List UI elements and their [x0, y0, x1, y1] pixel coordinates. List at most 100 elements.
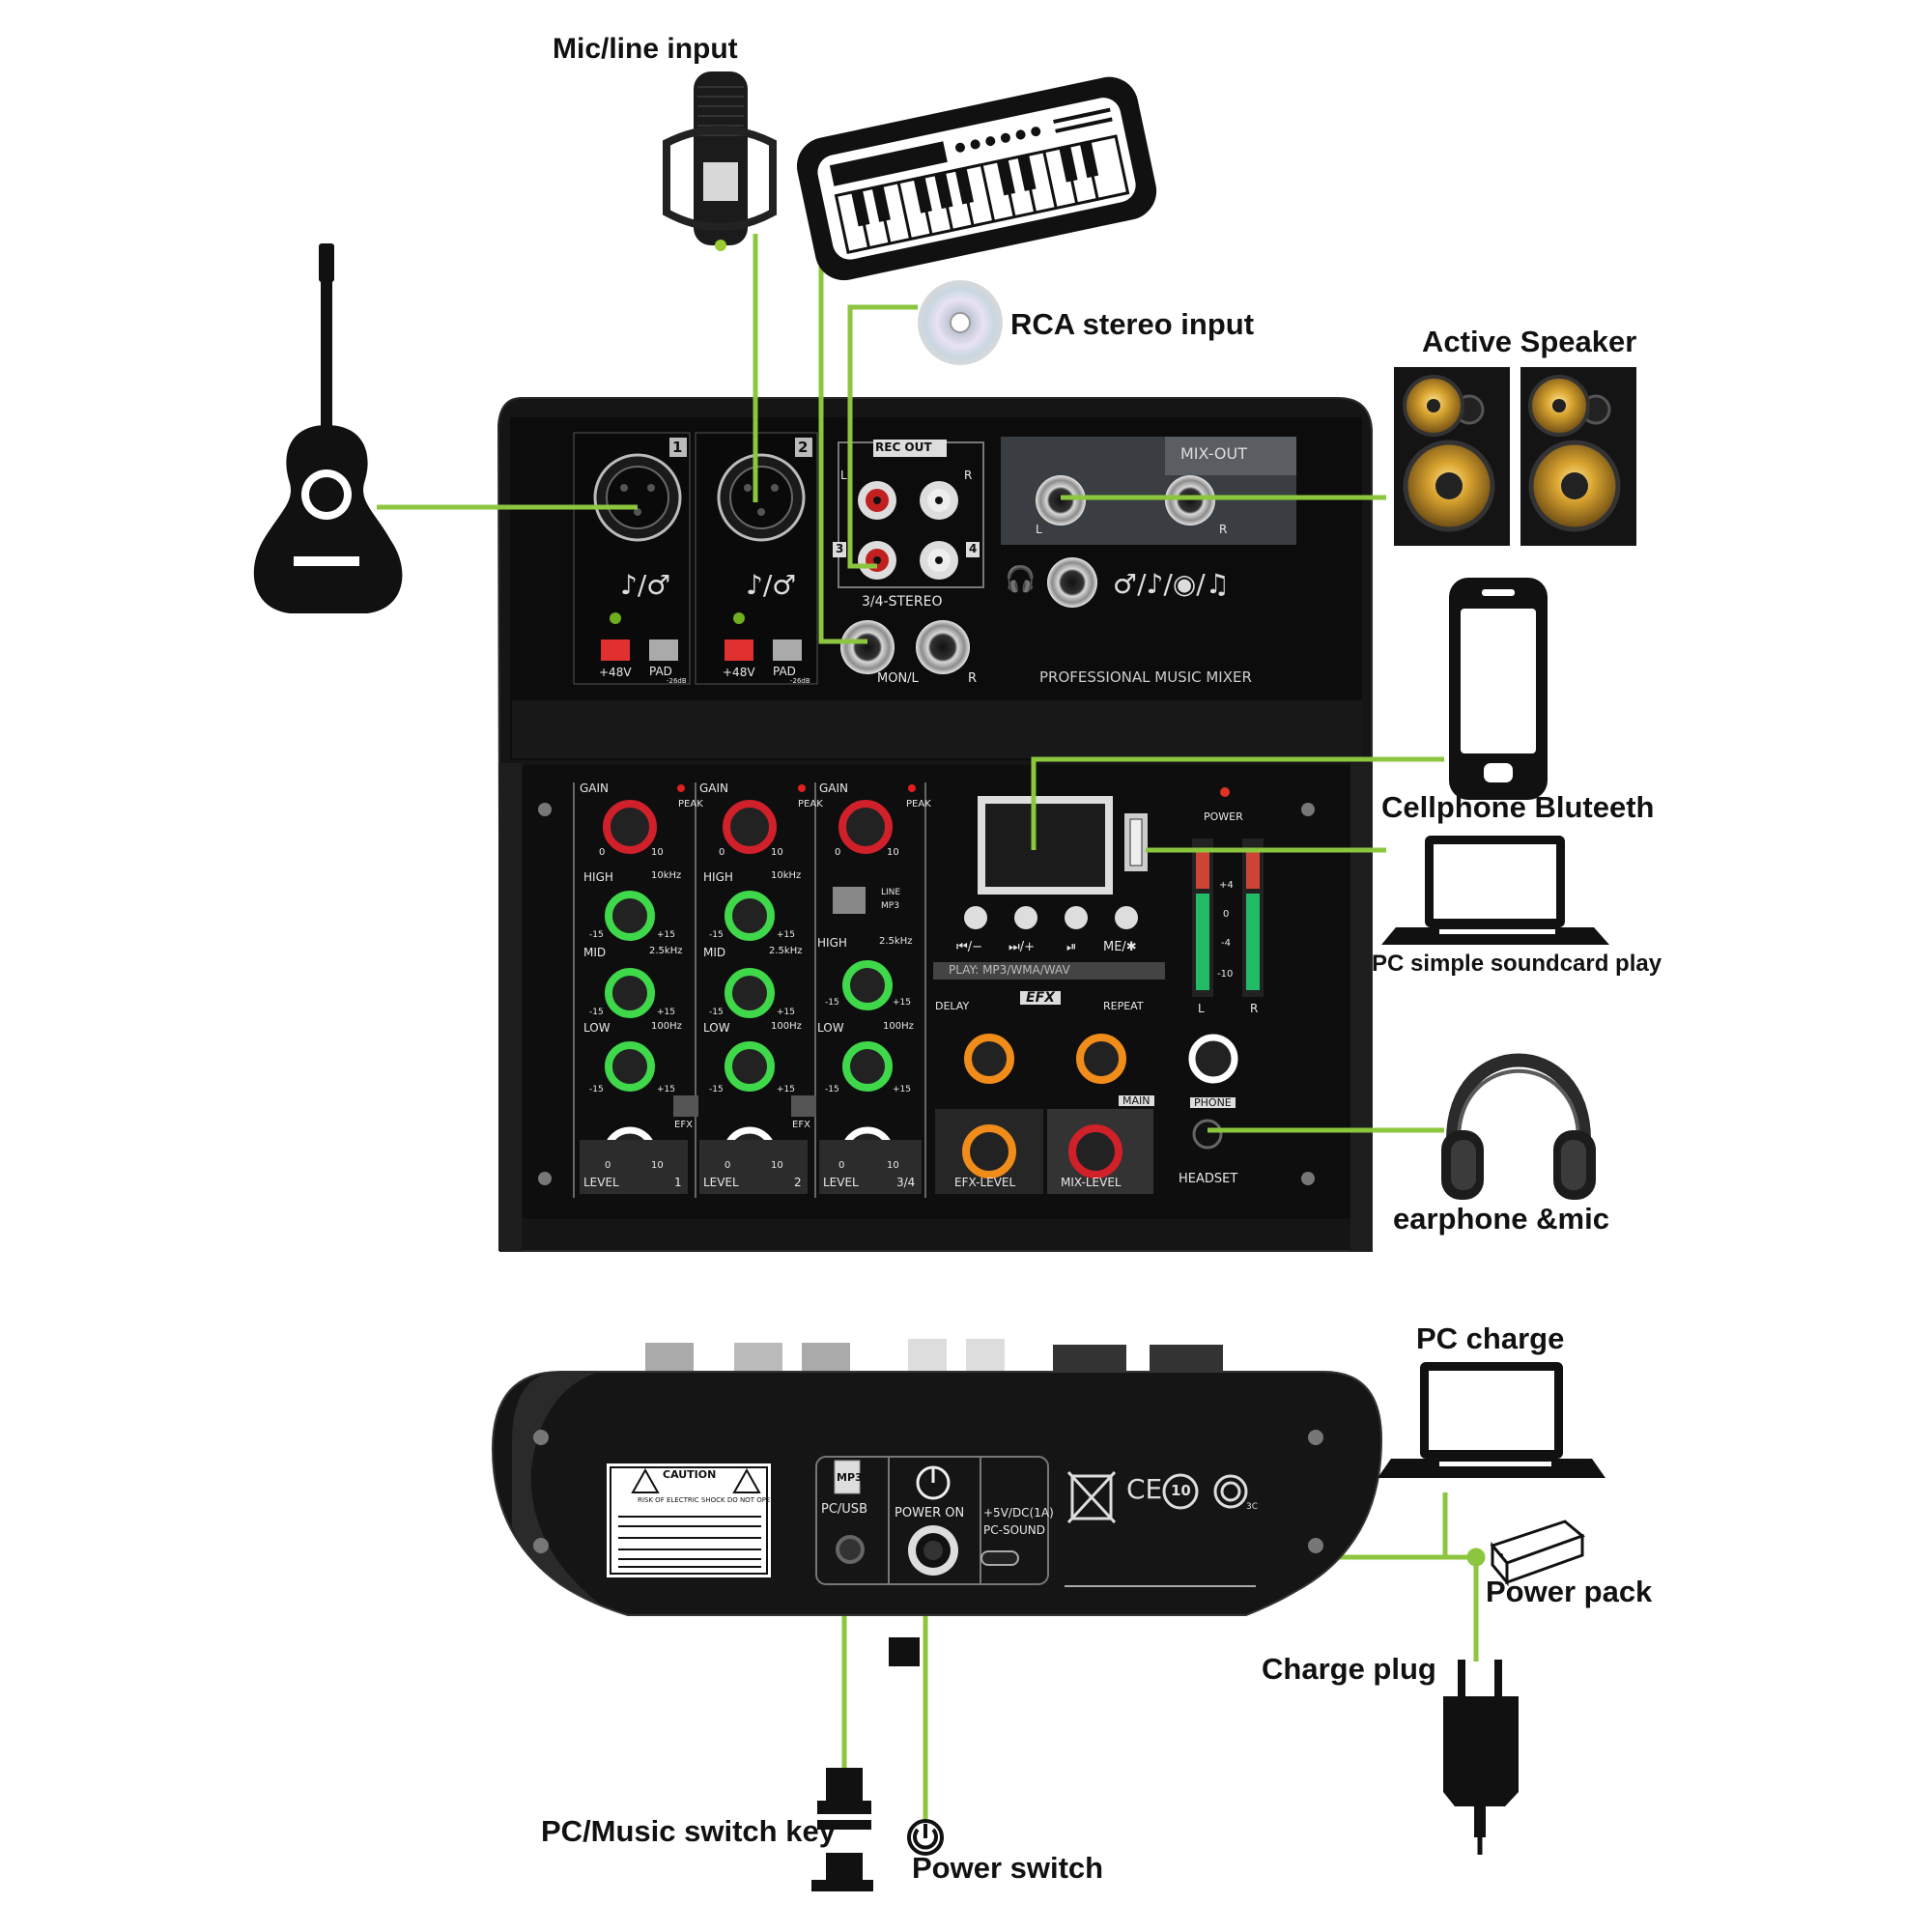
- pad-label-ch1: PAD: [649, 665, 672, 678]
- eq-min-ch2: -15: [709, 930, 724, 940]
- high-freq-ch2: 10kHz: [771, 870, 802, 881]
- high-freq-ch1: 10kHz: [651, 870, 682, 881]
- gain-label-ch1: GAIN: [580, 781, 610, 795]
- gain-max-ch34: 10: [887, 847, 899, 858]
- power-bank-icon: [1490, 1520, 1585, 1587]
- eq-low-min-ch2: -15: [709, 1085, 724, 1094]
- gain-min-ch2: 0: [719, 847, 725, 858]
- level-meter: [1192, 838, 1264, 997]
- mixer-rear-view: [491, 1339, 1383, 1616]
- peak-label-ch34: PEAK: [906, 799, 931, 810]
- pad-sub-ch1: -26dB: [667, 677, 687, 685]
- efx-button-ch1[interactable]: [673, 1095, 698, 1117]
- usb-c-port[interactable]: [980, 1550, 1019, 1566]
- mid-freq-ch1: 2.5kHz: [649, 946, 683, 956]
- high-label-ch2: HIGH: [703, 870, 733, 884]
- line-mp3-switch[interactable]: [833, 887, 866, 914]
- mp3-rear-label: MP3: [837, 1471, 863, 1484]
- efx-label-ch1: EFX: [674, 1120, 693, 1130]
- delay-label: DELAY: [935, 1000, 970, 1012]
- callout-power-switch: Power switch: [912, 1851, 1104, 1885]
- line-label: LINE: [881, 888, 901, 897]
- eq-low-min-ch1: -15: [589, 1085, 604, 1094]
- level-max-ch1: 10: [651, 1160, 664, 1171]
- channel-1-combo-jack[interactable]: ♪/♂: [573, 432, 691, 685]
- dc-spec-label: +5V/DC(1A): [983, 1506, 1054, 1520]
- gain-max-ch2: 10: [771, 847, 783, 858]
- mix-out-l-jack[interactable]: [1036, 475, 1086, 526]
- mix-out-panel: 🎧 ♂/♪/◉/♫: [1001, 437, 1296, 608]
- brand-label: PROFESSIONAL MUSIC MIXER: [1039, 668, 1252, 686]
- pc-usb-switch-button[interactable]: [836, 1535, 865, 1564]
- eq-mid-max-ch1: +15: [657, 1008, 675, 1017]
- level-max-ch2: 10: [771, 1160, 783, 1171]
- gain-label-ch34: GAIN: [819, 781, 849, 795]
- mon-jacks[interactable]: [840, 620, 970, 674]
- phantom-48v-button-ch2[interactable]: [724, 639, 753, 661]
- high-label-ch34: HIGH: [817, 936, 847, 950]
- eq-low-max-ch34: +15: [893, 1085, 911, 1094]
- callout-pc-charge: PC charge: [1416, 1321, 1565, 1355]
- eq-low-max-ch2: +15: [777, 1085, 795, 1094]
- ch2-number: 2: [798, 439, 809, 456]
- phantom-label-ch2: +48V: [723, 666, 755, 679]
- eq-min-ch1: -15: [589, 930, 604, 940]
- main-mix-knob[interactable]: [935, 1109, 1153, 1194]
- mid-label-ch2: MID: [703, 946, 726, 959]
- callout-mic-line-input: Mic/line input: [553, 33, 738, 65]
- next-button-label: ⏭/+: [1009, 940, 1035, 954]
- mon-r-label: R: [968, 671, 978, 686]
- phantom-48v-button-ch1[interactable]: [601, 639, 630, 661]
- high-freq-ch34: 2.5kHz: [879, 936, 913, 947]
- ch1-knobs[interactable]: [603, 784, 698, 1180]
- pad-button-ch1[interactable]: [649, 639, 678, 661]
- high-label-ch1: HIGH: [583, 870, 613, 884]
- black-square-mark: [889, 1637, 920, 1666]
- mix-out-label: MIX-OUT: [1180, 444, 1247, 463]
- low-freq-ch1: 100Hz: [651, 1021, 682, 1032]
- callout-charge-plug: Charge plug: [1262, 1652, 1436, 1686]
- level-label-plates: [580, 1140, 922, 1194]
- meter-l-label: L: [1198, 1002, 1205, 1015]
- play-button-label: ⏯: [1066, 940, 1077, 954]
- transport-buttons[interactable]: [964, 906, 1138, 929]
- callout-earphone-mic: earphone &mic: [1393, 1202, 1609, 1236]
- laptop-icon-soundcard: [1381, 836, 1609, 945]
- pc-usb-label: PC/USB: [821, 1502, 867, 1517]
- callout-cellphone-bluetooth: Cellphone Bluteeth: [1381, 790, 1655, 824]
- level-min-ch34: 0: [838, 1160, 845, 1171]
- callout-rca-stereo-input: RCA stereo input: [1010, 307, 1255, 341]
- mix-out-r-jack[interactable]: [1165, 475, 1215, 526]
- eq-max-ch1: +15: [657, 930, 675, 940]
- phones-jack[interactable]: [1047, 557, 1097, 608]
- headset-jack[interactable]: [1192, 1119, 1223, 1150]
- meter-r-label: R: [1250, 1002, 1259, 1015]
- pad-button-ch2[interactable]: [773, 639, 802, 661]
- cert-3c: 3C: [1246, 1502, 1259, 1512]
- svg-text:♂/♪/◉/♫: ♂/♪/◉/♫: [1113, 568, 1230, 600]
- level-label-ch1: LEVEL: [583, 1176, 619, 1189]
- main-label: MAIN: [1119, 1095, 1154, 1106]
- prev-button-label: ⏮/−: [956, 940, 982, 954]
- rec-out-label: REC OUT: [875, 440, 932, 454]
- active-speaker-right: [1520, 367, 1636, 546]
- level-max-ch34: 10: [887, 1160, 899, 1171]
- eq-mid-max-ch2: +15: [777, 1008, 795, 1017]
- power-icon: [916, 1465, 951, 1500]
- pad-sub-ch2: -26dB: [790, 677, 810, 685]
- efx-button-ch2[interactable]: [791, 1095, 816, 1117]
- eq-low-min-ch34: -15: [825, 1085, 839, 1094]
- cert-10: 10: [1171, 1482, 1191, 1499]
- low-label-ch1: LOW: [583, 1021, 611, 1035]
- meter-mark-plus4: +4: [1219, 880, 1234, 891]
- rca-l-label: L: [840, 469, 847, 482]
- level-label-ch2: LEVEL: [703, 1176, 739, 1189]
- rca-4-label: 4: [969, 542, 978, 555]
- mixer-screws: [538, 803, 1315, 1185]
- level-min-ch1: 0: [605, 1160, 611, 1171]
- ch1-number: 1: [672, 439, 683, 456]
- peak-label-ch2: PEAK: [798, 799, 823, 810]
- rear-view-top-jacks: [645, 1339, 1223, 1372]
- ch34-knobs[interactable]: [833, 784, 916, 1180]
